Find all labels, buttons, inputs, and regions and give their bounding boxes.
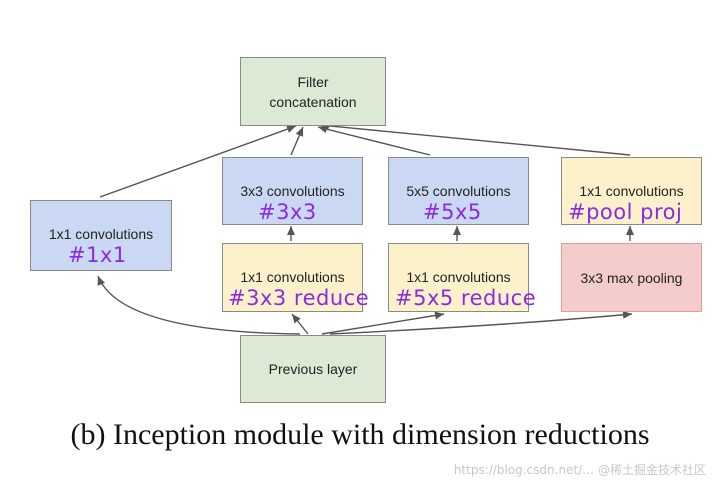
reduce-3x3-node: 1x1 convolutions xyxy=(222,243,363,312)
arrow-prev-to-reduce3x3 xyxy=(291,313,309,335)
reduce-3x3-annotation: #3x3 reduce xyxy=(228,286,370,310)
conv-3x3-node: 3x3 convolutions xyxy=(222,157,363,225)
max-pooling-label: 3x3 max pooling xyxy=(580,269,683,286)
filter-concatenation-label: Filter concatenation xyxy=(269,73,357,110)
arrow-5x5-to-concat xyxy=(317,125,431,156)
conv-3x3-annotation: #3x3 xyxy=(258,200,317,224)
conv-5x5-node: 5x5 convolutions xyxy=(388,157,529,225)
reduce-5x5-label: 1x1 convolutions xyxy=(406,269,511,285)
previous-layer-node: Previous layer xyxy=(240,335,386,403)
arrow-prev-to-maxpool xyxy=(329,310,633,335)
arrow-prev-to-1x1 xyxy=(97,275,301,335)
reduce-5x5-annotation: #5x5 reduce xyxy=(395,286,537,310)
conv-3x3-label: 3x3 convolutions xyxy=(240,183,345,199)
conv-1x1-label: 1x1 convolutions xyxy=(48,226,154,242)
reduce-3x3-label: 1x1 convolutions xyxy=(240,269,345,285)
max-pooling-node: 3x3 max pooling xyxy=(561,243,702,312)
reduce-5x5-node: 1x1 convolutions xyxy=(388,243,529,312)
pool-proj-annotation: #pool proj xyxy=(568,200,683,224)
conv-5x5-annotation: #5x5 xyxy=(423,200,482,224)
pool-proj-label: 1x1 convolutions xyxy=(579,183,684,199)
pool-proj-node: 1x1 convolutions xyxy=(561,157,702,225)
filter-concatenation-node: Filter concatenation xyxy=(240,57,386,126)
arrow-poolproj-to-concat xyxy=(319,121,631,156)
arrow-prev-to-reduce5x5 xyxy=(321,311,445,335)
arrow-1x1-to-concat xyxy=(99,125,297,198)
conv-1x1-annotation: #1x1 xyxy=(68,243,127,267)
figure-caption: (b) Inception module with dimension redu… xyxy=(70,418,650,451)
watermark: https://blog.csdn.net/… @稀土掘金技术社区 xyxy=(453,463,706,477)
previous-layer-label: Previous layer xyxy=(268,361,358,377)
conv-5x5-label: 5x5 convolutions xyxy=(406,183,511,199)
conv-1x1-node: 1x1 convolutions xyxy=(30,200,172,271)
arrow-3x3-to-concat xyxy=(290,126,304,156)
